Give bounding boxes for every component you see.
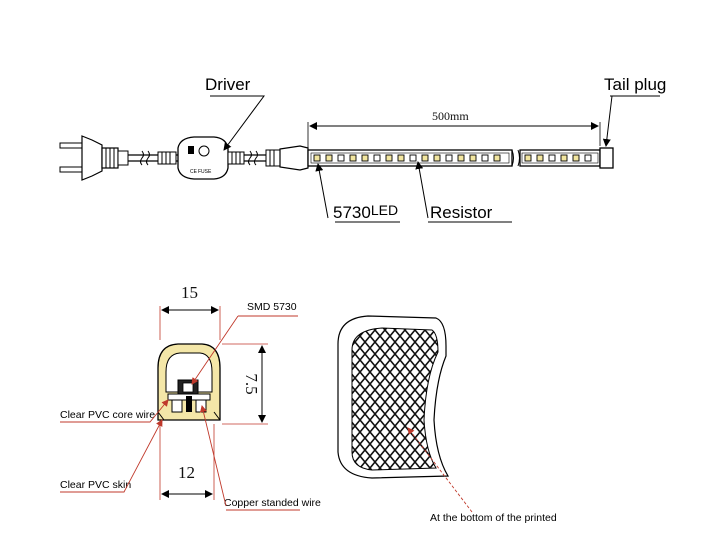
led-chip <box>469 154 477 162</box>
driver-box: CE FUSE <box>177 136 229 180</box>
skin-label: Clear PVC skin <box>60 479 131 491</box>
driver-label: Driver <box>205 75 251 94</box>
led-chip <box>361 154 369 162</box>
tail-plug <box>599 147 614 169</box>
led-strip-assembly: CE FUSE <box>59 75 666 223</box>
driver-fuse-text: FUSE <box>198 169 212 175</box>
resistor <box>373 154 381 162</box>
copper-label: Copper standed wire <box>224 497 321 509</box>
printed-label: At the bottom of the printed <box>430 512 557 524</box>
led-chip <box>325 154 333 162</box>
width-top-label: 15 <box>181 283 198 302</box>
resistor-leader <box>418 162 512 223</box>
resistor <box>337 154 345 162</box>
copper-leader <box>202 406 300 511</box>
smd-leader <box>192 315 298 384</box>
driver-leader <box>210 95 265 151</box>
svg-text:CE: CE <box>190 169 198 175</box>
printed-pattern: At the bottom of the printed <box>337 315 557 524</box>
led-chip <box>560 154 568 162</box>
led-chip <box>572 154 580 162</box>
length-label: 500mm <box>432 109 469 123</box>
core-wire-leader <box>60 399 169 423</box>
led-chip <box>524 154 532 162</box>
printed-leader <box>407 427 473 513</box>
tail-plug-leader <box>606 95 660 146</box>
smd-label: SMD 5730 <box>247 301 297 313</box>
led-strip <box>307 147 614 169</box>
led-chip <box>349 154 357 162</box>
power-plug <box>59 135 129 181</box>
skin-leader <box>60 419 163 493</box>
width-bottom-label: 12 <box>178 463 195 482</box>
height-label: 7.5 <box>242 373 261 394</box>
led-chip <box>536 154 544 162</box>
led-chip <box>421 154 429 162</box>
led-chips-section-2 <box>524 154 592 162</box>
core-wire-label: Clear PVC core wire <box>60 409 155 421</box>
resistor <box>409 154 417 162</box>
strip-cable <box>227 145 309 171</box>
power-cable <box>128 150 178 166</box>
resistor-label: Resistor <box>430 203 493 222</box>
led-label: 5730LED <box>333 202 398 222</box>
tail-plug-label: Tail plug <box>604 75 666 94</box>
resistor <box>584 154 592 162</box>
resistor <box>445 154 453 162</box>
led-chip <box>385 154 393 162</box>
led-chip <box>433 154 441 162</box>
length-dimension: 500mm <box>307 109 601 148</box>
resistor <box>548 154 556 162</box>
led-leader <box>318 164 400 223</box>
led-chip <box>457 154 465 162</box>
led-chip <box>313 154 321 162</box>
led-chip <box>397 154 405 162</box>
led-chip <box>493 154 501 162</box>
resistor <box>481 154 489 162</box>
cross-section: 15 7.5 12 SMD 5730 Clear PVC core wire C… <box>60 283 321 511</box>
